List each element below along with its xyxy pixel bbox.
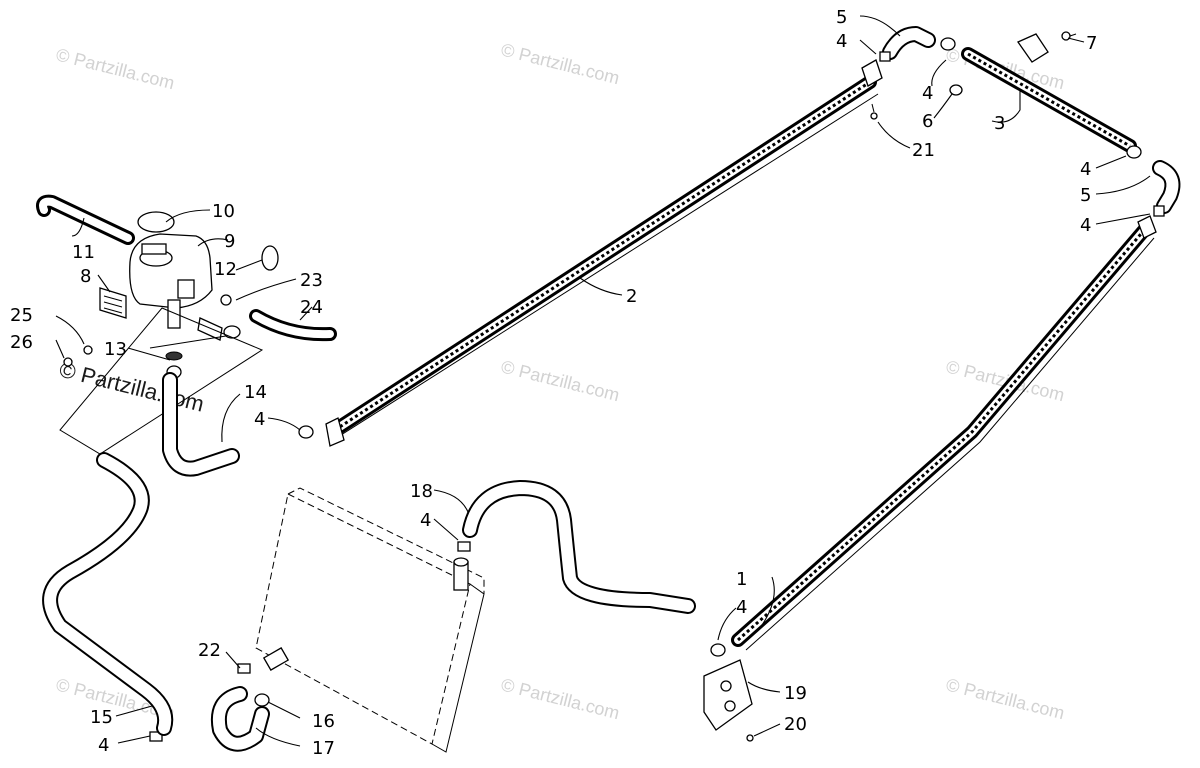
callout-12: 12	[214, 259, 237, 280]
callout-4-hose-14: 4	[254, 409, 265, 430]
overflow-tube	[36, 194, 135, 245]
watermark: © Partzilla.com	[499, 356, 622, 405]
callout-13: 13	[104, 339, 127, 360]
coolant-reservoir	[63, 211, 279, 379]
cooling-tube-right	[731, 215, 1157, 651]
hose-clamps	[149, 37, 1165, 742]
elbow-hose-right	[1152, 160, 1181, 214]
bracket-rear	[1017, 31, 1077, 63]
callout-10: 10	[212, 201, 235, 222]
callout-5-upper: 5	[836, 7, 847, 28]
hose-18	[462, 480, 696, 614]
callout-25: 25	[10, 305, 33, 326]
cooling-tube-rear	[961, 47, 1137, 153]
callout-4-right-lower: 4	[1080, 215, 1091, 236]
callout-2: 2	[626, 286, 637, 307]
callout-9: 9	[224, 231, 235, 252]
callout-18: 18	[410, 481, 433, 502]
callout-20: 20	[784, 714, 807, 735]
radiator-panel	[255, 487, 485, 753]
bracket-19	[703, 659, 754, 742]
callout-24: 24	[300, 297, 323, 318]
callout-14: 14	[244, 382, 267, 403]
elbow-hose-upper	[882, 26, 936, 60]
callout-8: 8	[80, 266, 91, 287]
callout-11: 11	[72, 242, 95, 263]
callout-5-right: 5	[1080, 185, 1091, 206]
callout-4-upper-left: 4	[836, 31, 847, 52]
callout-23: 23	[300, 270, 323, 291]
callout-22: 22	[198, 640, 221, 661]
cooling-tube-left	[325, 59, 883, 447]
callout-26: 26	[10, 332, 33, 353]
watermark: © Partzilla.com	[499, 674, 622, 723]
vent-hose	[249, 309, 337, 342]
callout-leaders	[55, 15, 1151, 747]
hose-14	[162, 372, 240, 477]
callout-15: 15	[90, 707, 113, 728]
callout-4-right-upper: 4	[1080, 159, 1091, 180]
callout-3: 3	[994, 113, 1005, 134]
callout-7: 7	[1086, 33, 1097, 54]
callout-6: 6	[922, 111, 933, 132]
callout-17: 17	[312, 738, 335, 759]
callout-4-bottom: 4	[98, 735, 109, 756]
callout-4-tube-1: 4	[736, 597, 747, 618]
callout-19: 19	[784, 683, 807, 704]
callout-16: 16	[312, 711, 335, 732]
callout-1: 1	[736, 569, 747, 590]
callout-labels: 1 2 3 4 4 4 4 4 4 4 4 5 5 6 7 8 9 10 11 …	[10, 7, 1097, 759]
screw-21	[870, 103, 878, 120]
hose-15	[42, 452, 174, 736]
callout-4-upper-mid: 4	[922, 83, 933, 104]
hose-17	[211, 686, 270, 752]
callout-4-hose-18: 4	[420, 510, 431, 531]
callout-21: 21	[912, 140, 935, 161]
watermark: © Partzilla.com	[499, 39, 622, 88]
watermark: © Partzilla.com	[54, 44, 177, 93]
watermark: © Partzilla.com	[944, 674, 1067, 723]
